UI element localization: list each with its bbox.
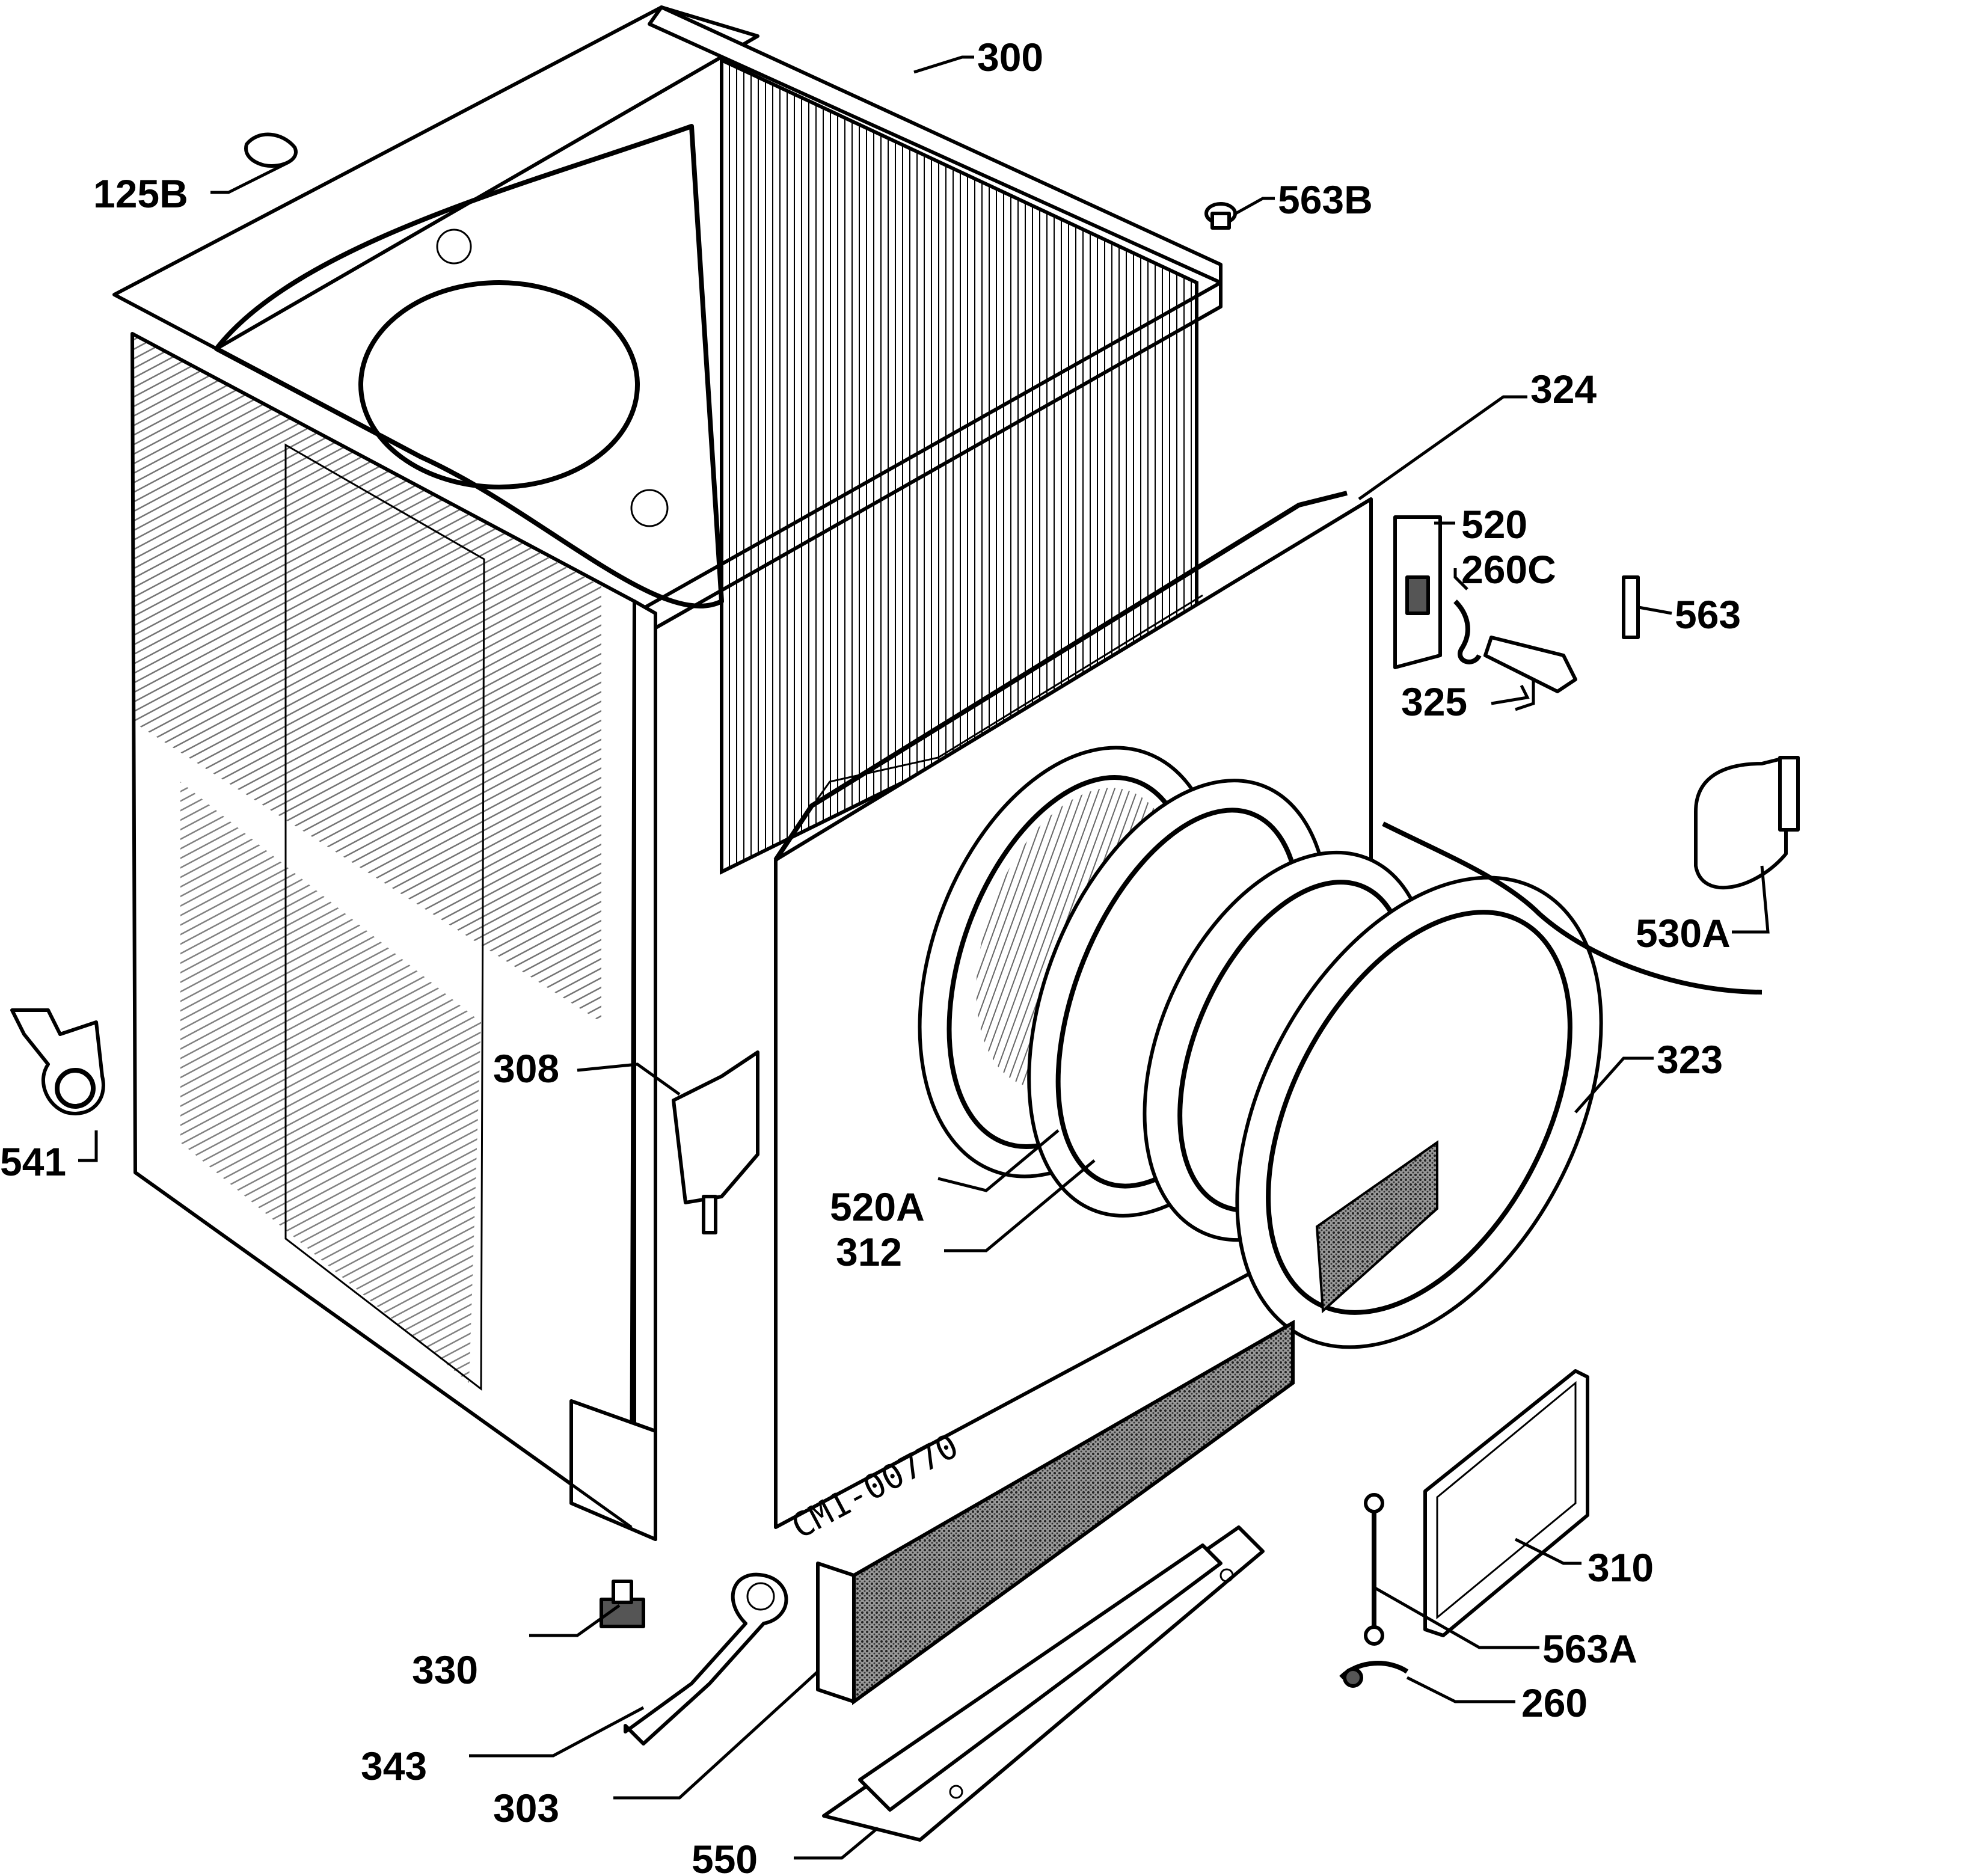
part-541-valve — [10, 1008, 105, 1115]
label-330: 330 — [412, 1648, 478, 1692]
label-323: 323 — [1657, 1037, 1723, 1082]
part-260-spring — [1339, 1661, 1409, 1688]
label-324: 324 — [1530, 367, 1597, 411]
label-300: 300 — [977, 35, 1043, 79]
label-325: 325 — [1401, 679, 1467, 724]
part-563a-rod — [1364, 1493, 1384, 1646]
label-520a: 520A — [830, 1185, 925, 1229]
part-310-filter-door — [1423, 1369, 1589, 1637]
label-125b: 125B — [93, 171, 188, 216]
part-330-foot — [600, 1580, 645, 1628]
label-541: 541 — [0, 1139, 66, 1184]
part-325-lever — [1483, 636, 1577, 711]
part-260c-spring — [1453, 599, 1482, 664]
part-125b-clip — [244, 132, 298, 168]
part-labels: 300 125B 563B 324 520 260C 563 325 530A … — [0, 35, 1741, 1876]
label-260c: 260C — [1461, 547, 1556, 592]
leader-lines — [78, 55, 1770, 1860]
label-343: 343 — [361, 1744, 427, 1788]
label-308: 308 — [493, 1046, 559, 1091]
part-343-spanner — [624, 1572, 788, 1746]
label-310: 310 — [1588, 1545, 1654, 1590]
support-bar — [822, 1525, 1265, 1842]
part-563-pin — [1622, 575, 1640, 639]
label-550: 550 — [692, 1837, 758, 1876]
kick-plate — [816, 1319, 1295, 1705]
label-563b: 563B — [1278, 177, 1373, 222]
label-563a: 563A — [1542, 1626, 1637, 1671]
label-563: 563 — [1675, 592, 1741, 637]
label-520: 520 — [1461, 502, 1527, 547]
door-ring — [1235, 875, 1603, 1349]
label-530a: 530A — [1636, 911, 1731, 955]
part-308-lock — [672, 1050, 759, 1234]
label-260: 260 — [1521, 1681, 1588, 1725]
part-520-hinge — [1393, 515, 1442, 669]
label-303: 303 — [493, 1786, 559, 1830]
part-563b-plug — [1204, 202, 1237, 230]
wire-harness — [1382, 821, 1763, 995]
label-312: 312 — [836, 1230, 902, 1274]
cabinet — [112, 5, 1223, 1541]
part-530a-cover — [1694, 756, 1800, 890]
